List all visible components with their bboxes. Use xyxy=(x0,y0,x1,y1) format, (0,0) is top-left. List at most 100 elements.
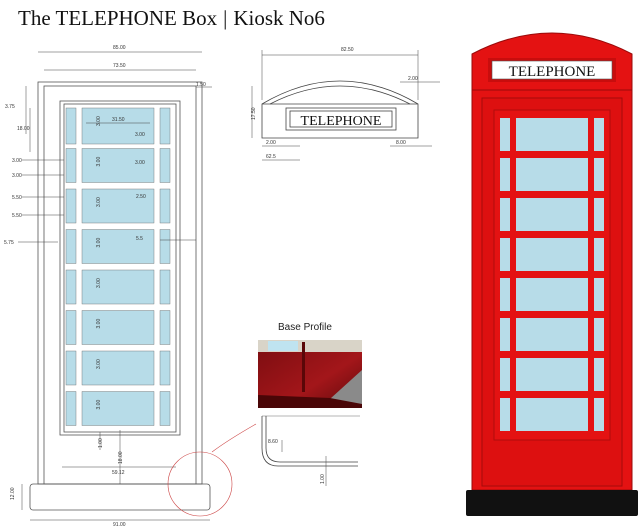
kiosk-illustration: TELEPHONE xyxy=(466,32,638,516)
dim-roof-height: 17.50 xyxy=(251,107,257,120)
pane-height-label: 3.00 xyxy=(96,400,102,410)
kiosk-pane-left xyxy=(500,158,510,191)
front-pane-right xyxy=(159,350,171,386)
base-profile-label: Base Profile xyxy=(278,322,332,333)
dim-top-left: 3.75 xyxy=(5,104,15,110)
detail-leader xyxy=(211,423,257,453)
pane-height-label: 3.00 xyxy=(96,116,102,126)
front-pane-left xyxy=(65,107,77,145)
dim-door-height: 18.00 xyxy=(118,451,124,464)
front-pane-right xyxy=(159,391,171,426)
dim-base-radius: 8.60 xyxy=(268,439,278,445)
kiosk-sign-text: TELEPHONE xyxy=(509,64,596,80)
kiosk-sign xyxy=(491,60,613,80)
dim-side-a: 3.00 xyxy=(12,158,22,164)
roof-drawing xyxy=(261,80,419,139)
kiosk-pane-right xyxy=(594,118,604,151)
dim-pane-height: 18.00 xyxy=(17,126,30,132)
page-title: The TELEPHONE Box|Kiosk No6 xyxy=(18,6,325,31)
kiosk-glazing xyxy=(500,118,604,431)
plinth-outline xyxy=(29,483,211,511)
kiosk-pane-right xyxy=(594,358,604,391)
front-pane-center xyxy=(81,350,155,386)
base-profile-section xyxy=(261,415,360,486)
dim-right-offset: 1.50 xyxy=(196,82,206,88)
kiosk-pane-right xyxy=(594,318,604,351)
front-pane-left xyxy=(65,350,77,386)
roof-dimension-labels: 82.50 2.00 17.50 2.00 8.00 62.5 xyxy=(251,47,418,160)
roof-sign-text: TELEPHONE xyxy=(301,114,382,129)
front-pane-left xyxy=(65,269,77,305)
title-sub: Kiosk No6 xyxy=(233,6,325,30)
front-pane-left xyxy=(65,391,77,426)
kiosk-pane-center xyxy=(516,238,588,271)
dim-mullion: 3.00 xyxy=(135,132,145,138)
front-pane-right xyxy=(159,229,171,264)
front-pane-center xyxy=(81,310,155,345)
title-main: The TELEPHONE Box xyxy=(18,6,218,30)
front-pane-left xyxy=(65,310,77,345)
kiosk-pane-center xyxy=(516,358,588,391)
title-separator: | xyxy=(223,6,228,30)
dim-base-height: 12.00 xyxy=(10,487,16,500)
dim-roof-right: 2.00 xyxy=(408,76,418,82)
front-pane-right xyxy=(159,269,171,305)
kiosk-pane-right xyxy=(594,278,604,311)
dim-roof-right-offset: 8.00 xyxy=(396,140,406,146)
front-pane-center xyxy=(81,107,155,145)
roof-arc-inner xyxy=(269,85,411,105)
kiosk-pane-left xyxy=(500,358,510,391)
roof-outline xyxy=(261,80,419,139)
kiosk-pane-left xyxy=(500,118,510,151)
dim-roof-width: 82.50 xyxy=(341,47,354,53)
front-pane-center xyxy=(81,269,155,305)
kiosk-pane-right xyxy=(594,198,604,231)
front-dimension-labels: 85.00 73.50 1.50 3.75 18.00 31.50 3.00 3… xyxy=(4,45,206,528)
dim-center-small: 5.5 xyxy=(136,236,143,242)
front-dimension-lines xyxy=(18,51,212,521)
dim-base-foot: 1.00 xyxy=(320,474,326,484)
dim-inner-width: 73.50 xyxy=(113,63,126,69)
kiosk-pane-left xyxy=(500,278,510,311)
kiosk-pane-right xyxy=(594,238,604,271)
kiosk-plinth xyxy=(466,490,638,516)
kiosk-pane-left xyxy=(500,398,510,431)
roof-dimension-lines xyxy=(251,50,440,161)
front-pane-center xyxy=(81,391,155,426)
front-pane-center xyxy=(81,188,155,224)
front-pane-left xyxy=(65,229,77,264)
front-pane-right xyxy=(159,188,171,224)
dim-pane-width: 31.50 xyxy=(112,117,125,123)
kiosk-pane-center xyxy=(516,158,588,191)
pane-height-label: 3.00 xyxy=(96,359,102,369)
detail-callout xyxy=(167,423,257,517)
front-pane-right xyxy=(159,148,171,183)
dim-base-inner: 59.12 xyxy=(112,470,125,476)
kiosk-pane-center xyxy=(516,198,588,231)
front-pane-center xyxy=(81,148,155,183)
pane-height-label: 3.00 xyxy=(96,278,102,288)
dim-roof-left-offset: 2.00 xyxy=(266,140,276,146)
front-pane-right xyxy=(159,107,171,145)
dim-base-width: 91.00 xyxy=(113,522,126,528)
kiosk-pane-center xyxy=(516,118,588,151)
pane-height-label: 3.00 xyxy=(96,157,102,167)
pane-height-label: 3.00 xyxy=(96,238,102,248)
dim-mid-label: 2.50 xyxy=(136,194,146,200)
dim-overall-width: 85.00 xyxy=(113,45,126,51)
dim-roof-sign-offset: 62.5 xyxy=(266,154,276,160)
front-pane-center xyxy=(81,229,155,264)
pane-height-label: 3.00 xyxy=(96,197,102,207)
dim-left-b: 5.50 xyxy=(12,213,22,219)
detail-circle xyxy=(167,451,233,517)
kiosk-pane-left xyxy=(500,318,510,351)
base-profile-photo xyxy=(258,340,362,408)
front-glazing xyxy=(65,107,171,426)
kiosk-pane-center xyxy=(516,318,588,351)
roof-sign-panel xyxy=(285,107,397,131)
front-pane-right xyxy=(159,310,171,345)
dim-frame-left: 5.75 xyxy=(4,240,14,246)
kiosk-pane-center xyxy=(516,398,588,431)
kiosk-pane-right xyxy=(594,158,604,191)
